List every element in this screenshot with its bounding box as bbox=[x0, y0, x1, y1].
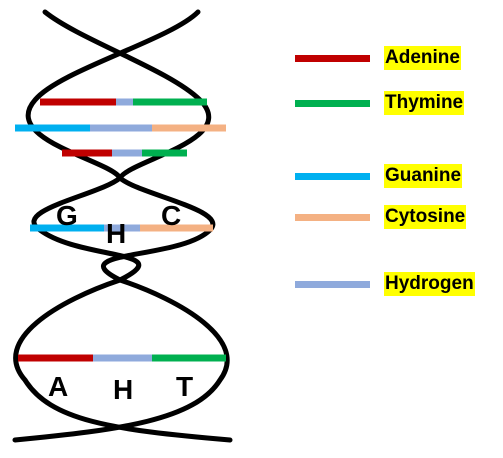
legend-item-adenine: Adenine bbox=[293, 45, 503, 73]
label-g: G bbox=[56, 200, 78, 231]
label-t: T bbox=[176, 371, 193, 402]
legend-swatch-thymine bbox=[295, 100, 370, 107]
legend-swatch-adenine bbox=[295, 55, 370, 62]
strand-right bbox=[12, 9, 230, 443]
legend-swatch-hydrogen bbox=[295, 281, 370, 288]
legend-label-hydrogen: Hydrogen bbox=[384, 272, 475, 296]
base-pairs bbox=[15, 98, 226, 362]
legend-item-thymine: Thymine bbox=[293, 90, 503, 118]
legend-item-cytosine: Cytosine bbox=[293, 204, 503, 232]
legend-swatch-cytosine bbox=[295, 214, 370, 221]
base-letters: G H C A H T bbox=[48, 200, 193, 405]
legend-label-cytosine: Cytosine bbox=[384, 205, 467, 229]
label-h-upper: H bbox=[106, 218, 126, 249]
legend-label-guanine: Guanine bbox=[384, 164, 463, 188]
label-a: A bbox=[48, 371, 68, 402]
legend-label-adenine: Adenine bbox=[384, 46, 461, 70]
legend-swatch-guanine bbox=[295, 173, 370, 180]
label-c: C bbox=[161, 200, 181, 231]
legend-item-hydrogen: Hydrogen bbox=[293, 271, 503, 299]
legend: Adenine Thymine Guanine Cytosine Hydroge… bbox=[293, 0, 503, 458]
label-h-lower: H bbox=[113, 374, 133, 405]
legend-label-thymine: Thymine bbox=[384, 91, 465, 115]
legend-item-guanine: Guanine bbox=[293, 163, 503, 191]
